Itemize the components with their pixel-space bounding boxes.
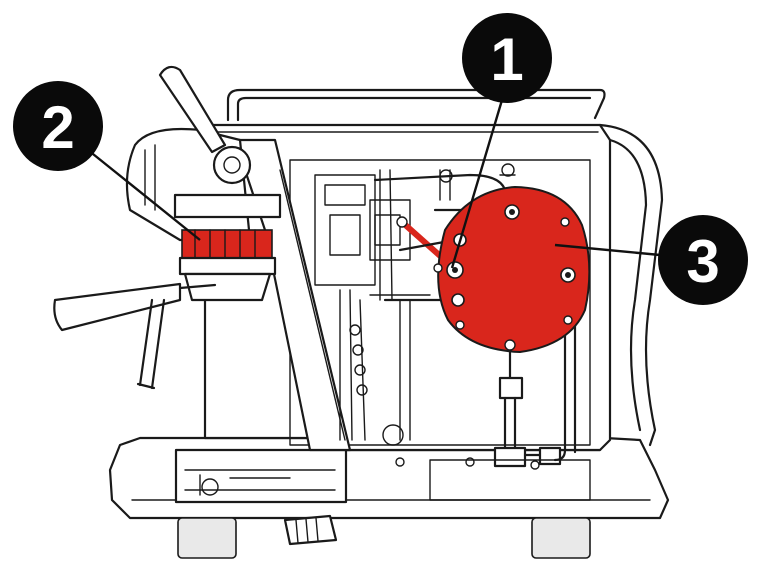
group-head-gasket-highlight: [181, 229, 273, 261]
boiler: [433, 185, 591, 354]
portafilter-handle: [53, 282, 182, 332]
callout-1: 1: [462, 13, 552, 103]
group-head: [53, 65, 282, 390]
callout-2: 2: [13, 81, 103, 171]
callout-leaders: [87, 99, 661, 269]
boiler-highlight: [437, 185, 591, 354]
leader-line-3: [554, 243, 661, 257]
leader-line-1: [450, 99, 504, 269]
drain-hose: [283, 514, 338, 546]
callout-number: 1: [490, 26, 523, 93]
internal-components: [314, 163, 591, 501]
callout-number: 2: [41, 94, 74, 161]
callout-3: 3: [658, 215, 748, 305]
machine-base: [108, 436, 670, 559]
callout-badge: [658, 215, 748, 305]
lever-handle: [158, 65, 227, 154]
rear-foot: [531, 517, 591, 559]
callout-badge: [13, 81, 103, 171]
front-foot: [177, 517, 237, 559]
steam-wand: [138, 298, 154, 387]
callout-badge: [462, 13, 552, 103]
callout-number: 3: [686, 228, 719, 295]
leader-line-2: [87, 149, 201, 241]
